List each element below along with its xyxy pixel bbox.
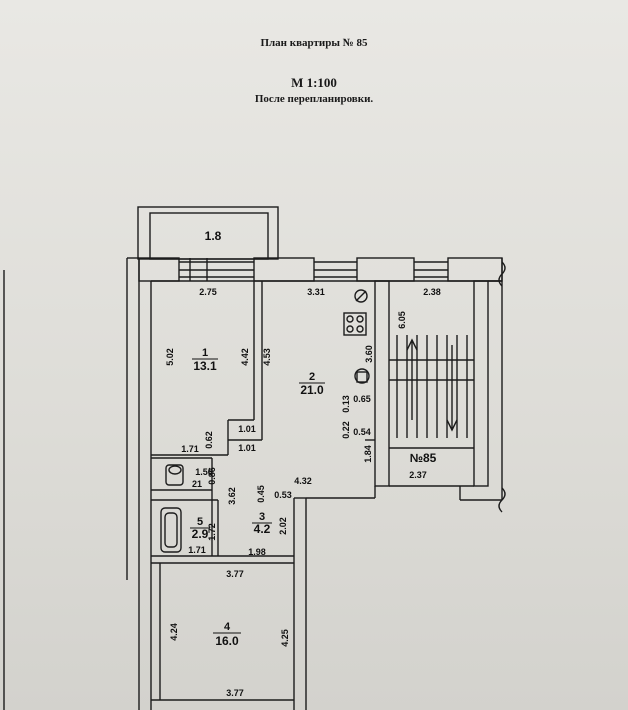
dim-label: 1.72 [207, 523, 217, 541]
stair-wall-east [473, 280, 489, 487]
break-mark-ne [498, 261, 506, 287]
dim-label: 2.02 [278, 517, 288, 535]
plan-note: После перепланировки. [254, 93, 374, 105]
dim-label: 5.02 [165, 348, 175, 366]
room-4-number: 4 [224, 621, 231, 633]
dim-label: 3.60 [364, 345, 374, 363]
break-mark-se [498, 487, 506, 513]
dim-label: 1.71 [181, 444, 199, 454]
plan-scale: М 1:100 [291, 75, 337, 90]
dim-label: 6.05 [397, 311, 407, 329]
dim-label: 0.86 [207, 467, 217, 485]
dim-label: 1.71 [188, 545, 206, 555]
dim-label: 3.77 [226, 688, 244, 698]
dim-label: 2.75 [199, 287, 217, 297]
room-1-area: 13.1 [193, 359, 217, 373]
stove-icon [343, 312, 367, 336]
dim-label: 4.32 [294, 476, 312, 486]
wall-segment-ne [447, 257, 503, 282]
gas-meter-icon [354, 289, 368, 303]
window-room1 [179, 258, 254, 281]
dim-label: 1.56 [195, 467, 213, 477]
dim-label: 0.45 [256, 485, 266, 503]
dim-label: 3.77 [226, 569, 244, 579]
dim-label: 4.53 [262, 348, 272, 366]
dim-label: 0.62 [204, 431, 214, 449]
room-3-area: 4.2 [254, 522, 271, 536]
balcony-area: 1.8 [205, 229, 222, 243]
balcony-inner [149, 212, 269, 260]
room-5-area: 2.9 [192, 527, 209, 541]
dim-label: 21 [192, 479, 202, 489]
dim-label: 3.31 [307, 287, 325, 297]
dim-label: 2.38 [423, 287, 441, 297]
room-5-number: 5 [197, 516, 203, 528]
dim-label: 4.24 [169, 623, 179, 641]
wall-segment-nw [138, 257, 180, 282]
room-2-area: 21.0 [300, 383, 324, 397]
stair-wall-west [374, 280, 390, 487]
room-1-number: 1 [202, 347, 208, 359]
dim-label: 0.54 [353, 427, 371, 437]
window-room2 [314, 261, 357, 278]
dim-label: 1.98 [248, 547, 266, 557]
room-2-number: 2 [309, 371, 315, 383]
plan-title: План квартиры № 85 [260, 37, 368, 49]
dim-label: 1.01 [238, 424, 256, 434]
toilet-icon [165, 464, 184, 486]
wall-segment-n2 [253, 257, 315, 282]
stair-steps [389, 335, 474, 438]
room-3-number: 3 [259, 511, 265, 523]
apartment-label: №85 [410, 451, 437, 465]
dim-label: 0.65 [353, 394, 371, 404]
window-stair [414, 261, 448, 278]
wall-segment-n3 [356, 257, 415, 282]
dim-label: 0.22 [341, 421, 351, 439]
room-4-area: 16.0 [215, 634, 239, 648]
dim-label: 1.84 [363, 445, 373, 463]
dim-label: 1.01 [238, 443, 256, 453]
dim-label: 0.13 [341, 395, 351, 413]
dim-label: 2.37 [409, 470, 427, 480]
dim-label: 0.53 [274, 490, 292, 500]
dim-label: 3.62 [227, 487, 237, 505]
bathtub-icon [160, 507, 182, 553]
dim-label: 4.25 [280, 629, 290, 647]
boiler-icon [354, 368, 370, 384]
dim-label: 4.42 [240, 348, 250, 366]
